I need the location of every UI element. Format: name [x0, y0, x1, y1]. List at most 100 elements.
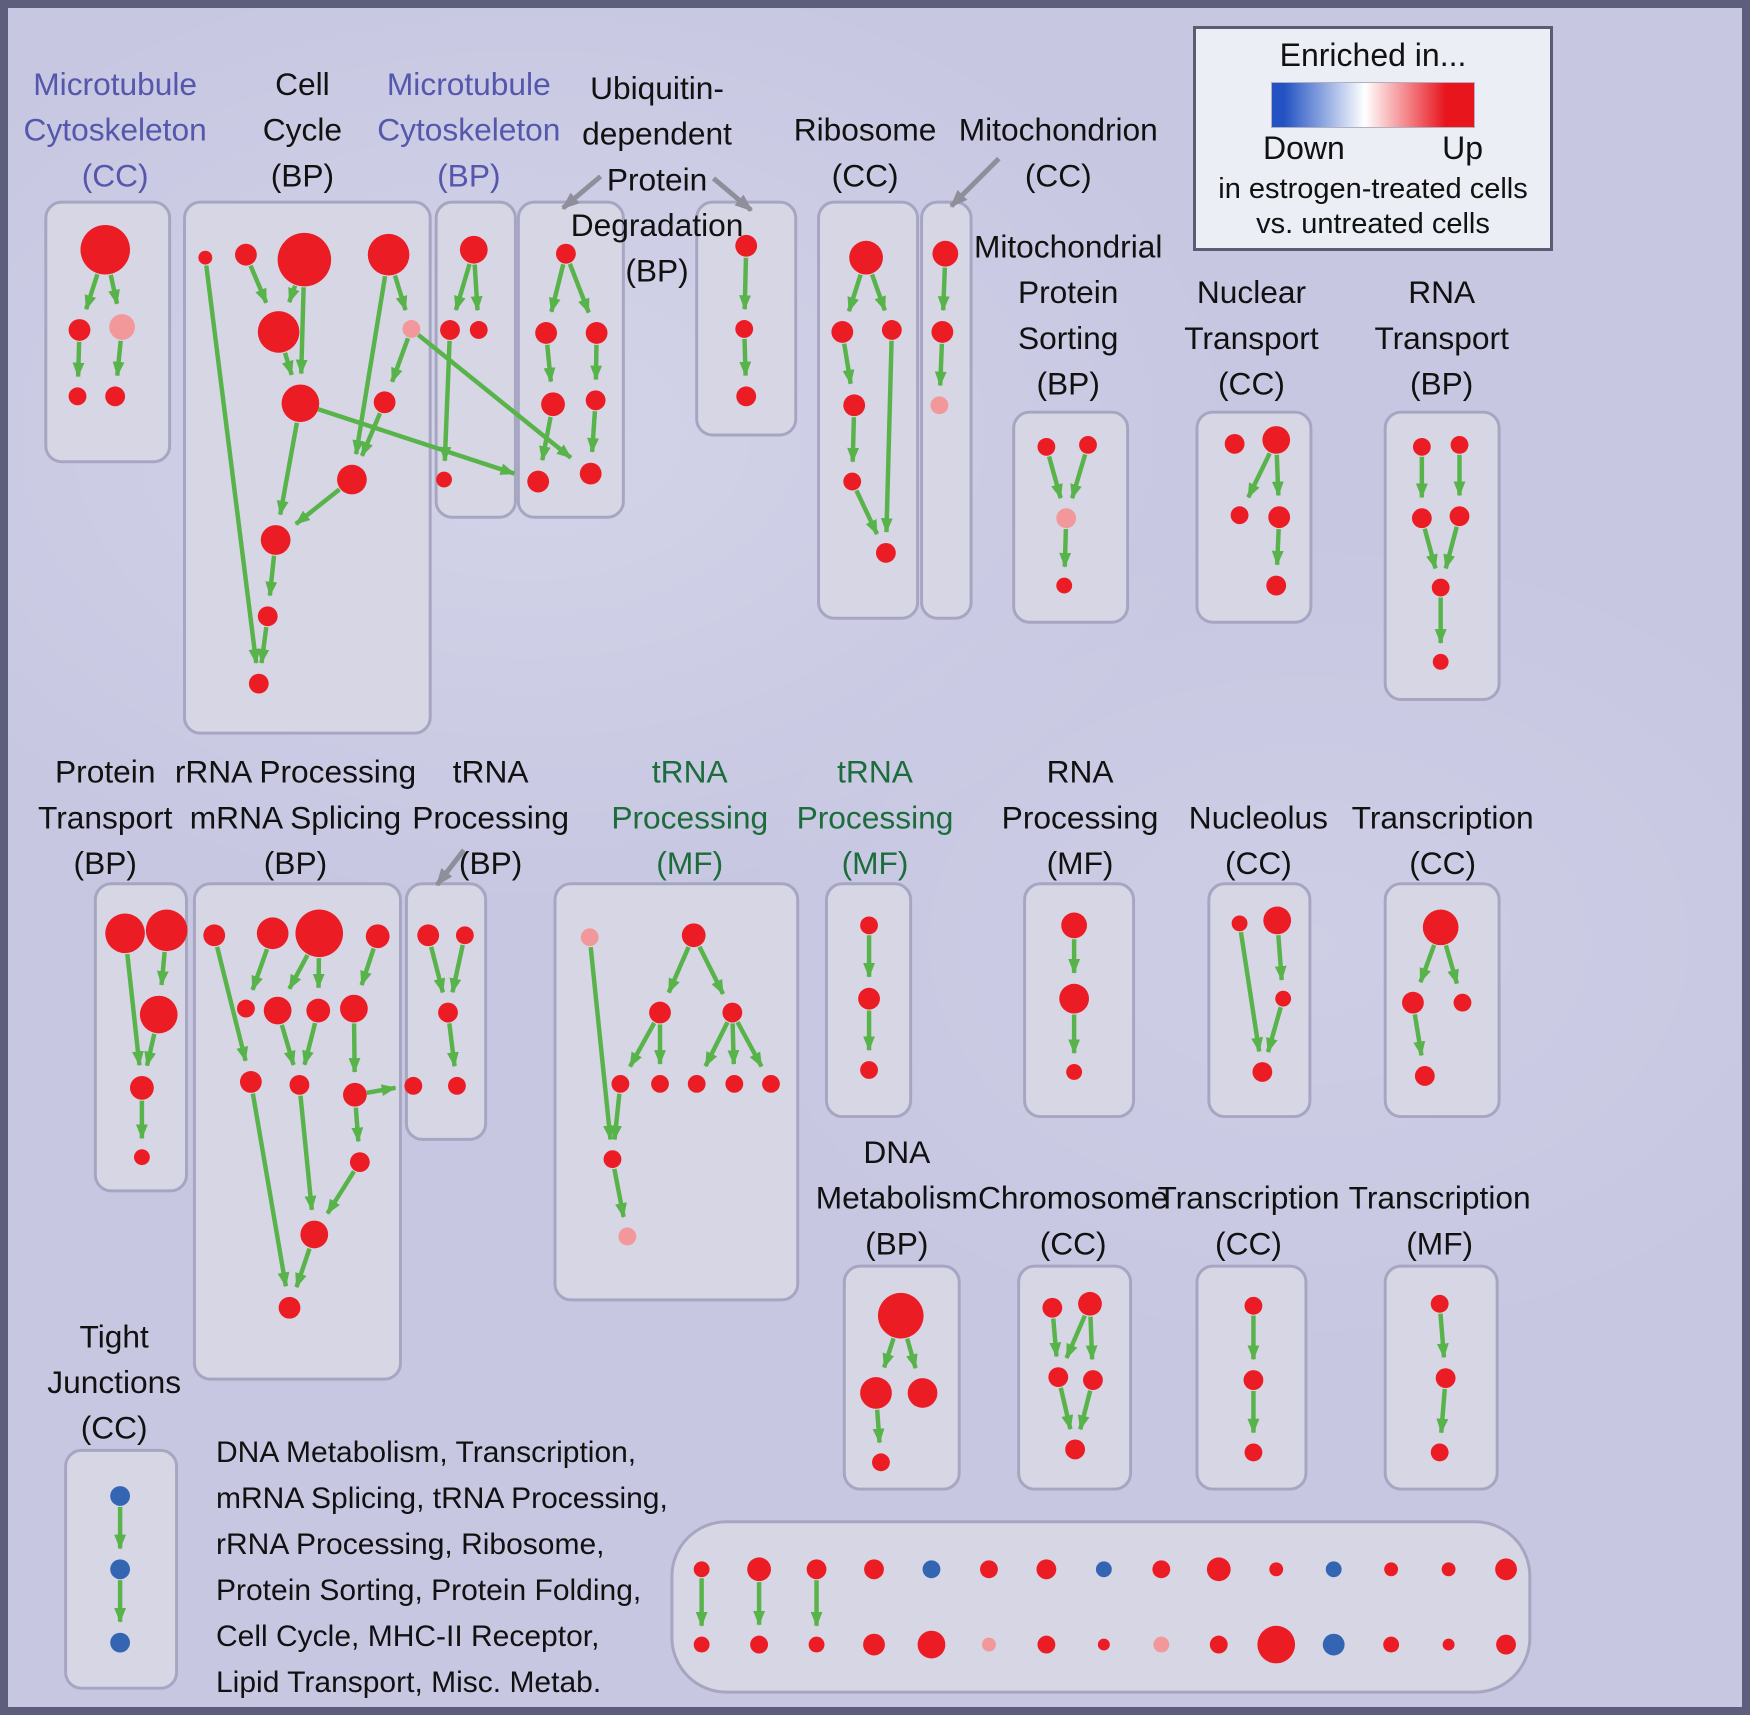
node-nuclear-transport-cc-0 [1224, 433, 1245, 454]
node-rna-transport-bp-1 [1450, 435, 1469, 454]
node-trna-processing-bp-2 [438, 1002, 458, 1023]
edge-transcription-cc-1-1-3 [1412, 1014, 1426, 1057]
edge-mitochondrial-protein-sorting-bp-1-2 [1069, 453, 1088, 500]
node-chromosome-cc-4 [1065, 1439, 1086, 1460]
node-transcription-mf-0 [1430, 1294, 1449, 1313]
node-transcription-cc-1-2 [1453, 993, 1472, 1012]
node-misc-cluster-21 [1037, 1635, 1056, 1654]
caption-line-3: rRNA Processing, Ribosome, [216, 1528, 605, 1561]
node-misc-cluster-9 [1206, 1557, 1231, 1582]
group-label-ribosome-cc-line-0: Ribosome [794, 112, 937, 148]
group-label-nucleolus-cc-line-0: Nucleolus [1189, 799, 1328, 835]
node-nucleolus-cc-1 [1263, 906, 1292, 935]
node-trna-processing-mf-2-1 [858, 987, 880, 1010]
edge-rna-transport-bp-3-4 [1443, 526, 1459, 570]
node-cell-cycle-bp-11 [248, 673, 269, 694]
edge-microtubule-cytoskeleton-bp-0-2 [470, 264, 483, 312]
group-box-ribosome-cc [817, 200, 920, 620]
group-label-protein-transport-bp-line-2: (BP) [74, 845, 137, 881]
node-trna-processing-mf-1-2 [649, 1001, 671, 1024]
group-label-chromosome-cc: Chromosome (CC) [978, 1180, 1168, 1262]
group-label-dna-metabolism-bp-line-0: DNA [863, 1134, 931, 1170]
label-ubiquitin-dependent-protein-degradation-bp-line-3: Degradation [571, 207, 744, 243]
node-cell-cycle-bp-4 [257, 311, 300, 353]
node-trna-processing-mf-2-2 [860, 1061, 878, 1079]
group-label-microtubule-cytoskeleton-cc-line-0: Microtubule [33, 66, 197, 102]
node-trna-processing-mf-1-0 [580, 928, 599, 947]
group-label-chromosome-cc-line-0: Chromosome [978, 1180, 1168, 1216]
node-misc-cluster-18 [863, 1633, 885, 1656]
edge-transcription-mf-0-1 [1436, 1313, 1449, 1359]
node-trna-processing-mf-1-1 [681, 923, 706, 948]
node-rna-transport-bp-5 [1432, 653, 1449, 670]
node-rrna-processing-mrna-splicing-bp-0 [203, 924, 226, 947]
node-transcription-mf-2 [1430, 1443, 1449, 1462]
node-cell-cycle-bp-5 [402, 320, 421, 338]
edge-rrna-processing-mrna-splicing-bp-10-11 [351, 1107, 364, 1143]
node-chromosome-cc-2 [1048, 1367, 1069, 1388]
edge-dna-metabolism-bp-0-1 [882, 1337, 896, 1369]
node-microtubule-cytoskeleton-bp-3 [436, 471, 452, 488]
edge-nuclear-transport-cc-3-4 [1271, 528, 1284, 566]
group-label-transcription-cc-2: Transcription(CC) [1157, 1180, 1339, 1262]
node-rna-transport-bp-4 [1431, 578, 1450, 597]
edge-protein-transport-bp-1-2 [156, 951, 169, 986]
node-cell-cycle-bp-6 [281, 384, 320, 423]
node-nuclear-transport-cc-4 [1266, 575, 1287, 596]
edge-ubiquitin-degradation-box-1-4-6 [587, 411, 600, 453]
node-tight-junctions-cc-1 [110, 1559, 131, 1580]
edge-transcription-mf-1-2 [1436, 1388, 1449, 1434]
node-microtubule-cytoskeleton-bp-2 [469, 321, 488, 339]
edge-trna-processing-mf-1-2-4 [628, 1021, 657, 1068]
node-mitochondrial-protein-sorting-bp-0 [1037, 437, 1056, 456]
legend-subtitle-line-1: in estrogen-treated cells [1218, 173, 1528, 205]
legend-down-label: Down [1263, 130, 1345, 166]
node-ribosome-cc-5 [875, 542, 896, 563]
group-label-transcription-cc-1-line-1: (CC) [1409, 845, 1476, 881]
node-misc-cluster-28 [1442, 1638, 1455, 1651]
edge-microtubule-cytoskeleton-bp-0-1 [453, 263, 472, 311]
group-label-chromosome-cc-line-1: (CC) [1040, 1225, 1107, 1261]
edge-microtubule-cytoskeleton-cc-2-4 [112, 340, 125, 377]
edge-cell-cycle-bp-4-6 [281, 352, 294, 376]
group-label-nuclear-transport-cc-line-2: (CC) [1218, 365, 1285, 401]
node-transcription-cc-1-1 [1402, 991, 1424, 1014]
node-mitochondrion-cc-2 [930, 396, 949, 415]
group-label-rna-processing-mf-line-2: (MF) [1047, 845, 1114, 881]
node-dna-metabolism-bp-3 [872, 1453, 890, 1472]
edge-trna-processing-mf-1-3-7 [727, 1023, 740, 1066]
edge-mitochondrion-cc-0-1 [937, 267, 950, 312]
node-nucleolus-cc-2 [1275, 990, 1292, 1007]
node-ubiquitin-degradation-box-1-1 [535, 322, 557, 344]
group-label-transcription-cc-2-line-1: (CC) [1215, 1225, 1282, 1261]
node-misc-cluster-2 [806, 1559, 827, 1580]
node-misc-cluster-22 [1097, 1638, 1110, 1651]
group-label-trna-processing-mf-2-line-2: (MF) [842, 845, 909, 881]
edge-microtubule-cytoskeleton-cc-0-1 [84, 273, 100, 311]
node-cell-cycle-bp-9 [260, 525, 291, 555]
node-protein-transport-bp-1 [145, 909, 188, 952]
node-rrna-processing-mrna-splicing-bp-11 [349, 1152, 370, 1173]
edge-rrna-processing-mrna-splicing-bp-7-10 [348, 1023, 361, 1073]
label-ubiquitin-dependent-protein-degradation-bp-line-1: dependent [582, 116, 732, 152]
node-ubiquitin-degradation-box-1-4 [585, 390, 606, 411]
edge-cell-cycle-bp-2-6 [295, 287, 308, 375]
label-pointer-arrow-3 [435, 848, 466, 887]
node-misc-cluster-11 [1325, 1561, 1342, 1578]
node-misc-cluster-3 [864, 1559, 884, 1580]
node-misc-cluster-24 [1209, 1635, 1228, 1654]
group-label-tight-junctions-cc-line-1: Junctions [47, 1364, 181, 1400]
node-ubiquitin-degradation-box-1-6 [579, 462, 602, 485]
node-rrna-processing-mrna-splicing-bp-3 [365, 924, 390, 949]
group-label-rna-transport-bp-line-1: Transport [1374, 320, 1509, 356]
group-label-trna-processing-mf-1-line-2: (MF) [656, 845, 723, 881]
node-protein-transport-bp-4 [133, 1149, 150, 1166]
group-label-microtubule-cytoskeleton-bp-line-1: Cytoskeleton [377, 112, 560, 148]
edge-ubiquitin-degradation-box-2-0-1 [739, 257, 751, 311]
node-cell-cycle-bp-10 [257, 606, 278, 627]
node-trna-processing-mf-1-10 [618, 1227, 637, 1246]
node-trna-processing-mf-1-3 [722, 1002, 743, 1023]
edge-ribosome-cc-2-5 [880, 340, 894, 534]
